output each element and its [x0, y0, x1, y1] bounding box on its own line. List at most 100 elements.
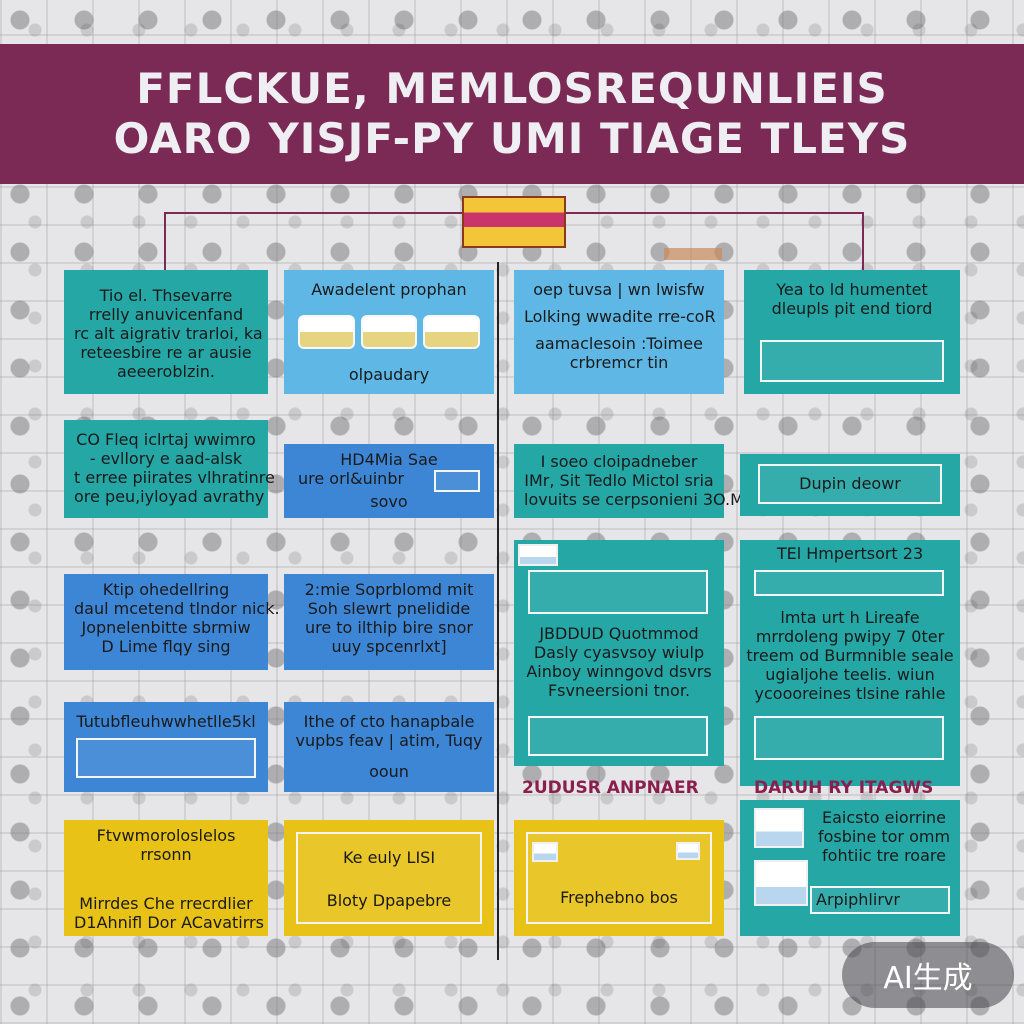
section-label-left: 2UDUSR ANPNAER [522, 778, 699, 798]
watermark-badge: AI生成 [842, 942, 1014, 1008]
pill-image-row [298, 310, 481, 354]
card-c5: CO Fleq iclrtaj wwimro - evllory e aad-a… [64, 420, 275, 518]
card-text: Ke euly LISI [342, 848, 436, 867]
pill-icon [298, 315, 355, 349]
tag-sticker-icon [664, 248, 722, 260]
card-text: JBDDUD Quotmmod [539, 624, 699, 643]
card-text: Frephebno bos [560, 888, 678, 907]
card-c4: Yea to ld humentet dleupls pit end tiord [744, 270, 960, 394]
banner-title-line-2: OARO YISJF-PY UMI TIAGE TLEYS [113, 114, 911, 163]
device-image-icon [754, 860, 808, 906]
card-text: fohtiic tre roare [822, 846, 946, 865]
card-c3: oep tuvsa | wn lwisfw Lolking wwadite rr… [514, 270, 724, 394]
card-text: ycoooreines tlsine rahle [754, 684, 946, 703]
card-text: mrrdoleng pwipy 7 0ter [755, 627, 945, 646]
card-text: Jopnelenbitte sbrmiw [81, 618, 251, 637]
input-box [296, 832, 482, 924]
card-text: aamaclesoin :Toimee [535, 334, 703, 353]
pill-icon [360, 315, 418, 349]
card-c11: JBDDUD Quotmmod Dasly cyasvsoy wiulp Ain… [514, 540, 724, 766]
card-text: rc alt aigrativ trarloi, ka [74, 324, 263, 343]
card-text: HD4Mia Sae [340, 450, 438, 469]
card-text: ugialjohe teelis. wiun [765, 665, 935, 684]
card-text: 2:mie Soprblomd mit [304, 580, 474, 599]
connector-right-horizontal [566, 212, 864, 214]
card-text: daul mcetend tlndor nick. [74, 599, 280, 618]
card-text: uuy spcenrlxt] [331, 637, 447, 656]
image-thumbnail-icon [532, 842, 558, 862]
input-box [754, 716, 944, 760]
card-text: Eaicsto eiorrine [821, 808, 947, 827]
card-c8: Dupin deowr [740, 454, 960, 516]
input-box [528, 716, 708, 756]
card-text: - evllory e aad-alsk [89, 449, 243, 468]
card-title: Awadelent prophan [311, 280, 467, 299]
card-c12: TEl Hmpertsort 23 lmta urt h Lireafe mrr… [740, 540, 960, 786]
card-text: Tio el. Thsevarre [99, 286, 233, 305]
card-text: lovuits se cerpsonieni 3O.M [524, 490, 744, 509]
title-banner: FFLCKUE, MEMLOSREQUNLIEIS OARO YISJF-PY … [0, 44, 1024, 184]
banner-title-line-1: FFLCKUE, MEMLOSREQUNLIEIS [136, 64, 888, 113]
card-text: reteesbire re ar ausie [80, 343, 252, 362]
card-c9: Ktip ohedellring daul mcetend tlndor nic… [64, 574, 280, 670]
card-caption: olpaudary [348, 365, 430, 384]
card-text: Dasly cyasvsoy wiulp [533, 643, 705, 662]
card-text: ooun [369, 762, 409, 781]
card-c2: Awadelent prophan olpaudary [284, 270, 494, 394]
card-c15: Ftvwmoroloslelos rrsonn Mirrdes Che rrec… [64, 820, 268, 936]
card-c1: Tio el. Thsevarre rrelly anuvicenfand rc… [64, 270, 268, 394]
card-text: D Lime flqy sing [101, 637, 231, 656]
card-text: Mirrdes Che rrecrdlier [79, 894, 253, 913]
card-text: Dupin deowr [799, 474, 901, 493]
input-box [76, 738, 256, 778]
card-c6: HD4Mia Sae ure orl&uinbr sovo [284, 444, 494, 518]
card-text: Lolking wwadite rre-coR [524, 307, 716, 326]
card-text: ure orl&uinbr [298, 469, 405, 488]
image-thumbnail-icon [518, 544, 558, 566]
card-text: Ithe of cto hanapbale [303, 712, 475, 731]
card-text: Bloty Dpapebre [326, 891, 452, 910]
card-text: rrsonn [140, 845, 192, 864]
card-text: CO Fleq iclrtaj wwimro [76, 430, 256, 449]
card-text: Ftvwmoroloslelos [96, 826, 236, 845]
device-image-icon [754, 808, 804, 848]
card-text: I soeo cloipadneber [540, 452, 698, 471]
card-text: Fsvneersioni tnor. [547, 681, 691, 700]
connector-left-vertical [164, 212, 166, 270]
pill-icon [423, 315, 481, 349]
card-c18: Eaicsto eiorrine fosbine tor omm fohtiic… [740, 800, 960, 936]
card-text: Tutubfleuhwwhetlle5kl [76, 712, 256, 731]
connector-left-horizontal [164, 212, 464, 214]
image-thumbnail-icon [676, 842, 700, 860]
card-text: Ktip ohedellring [102, 580, 230, 599]
card-c13: Tutubfleuhwwhetlle5kl [64, 702, 268, 792]
card-text: Yea to ld humentet [776, 280, 928, 299]
connector-right-vertical [862, 212, 864, 270]
card-text: lmta urt h Lireafe [780, 608, 920, 627]
section-label-right: DARUH RY ITAGWS [754, 778, 934, 798]
card-text: oep tuvsa | wn lwisfw [533, 280, 705, 299]
central-emblem-icon [462, 196, 566, 248]
input-box [434, 470, 480, 492]
card-c14: Ithe of cto hanapbale vupbs feav | atim,… [284, 702, 494, 792]
center-divider-line [497, 262, 499, 960]
card-text: Soh slewrt pnelidide [307, 599, 471, 618]
card-text: IMr, Sit Tedlo Mictol sria [524, 471, 714, 490]
card-text: sovo [370, 492, 408, 511]
input-box [754, 570, 944, 596]
card-text: dleupls pit end tiord [771, 299, 933, 318]
card-c17: Frephebno bos [514, 820, 724, 936]
card-c16: Ke euly LISI Bloty Dpapebre [284, 820, 494, 936]
card-text: D1Ahnifl Dor ACavatirrs [74, 913, 264, 932]
input-box [760, 340, 944, 382]
card-text: fosbine tor omm [817, 827, 951, 846]
card-text: Ainboy winngovd dsvrs [526, 662, 712, 681]
card-text: Arpiphlirvr [816, 890, 900, 909]
card-text: ure to ilthip bire snor [304, 618, 474, 637]
card-c7: I soeo cloipadneber IMr, Sit Tedlo Micto… [514, 444, 744, 518]
card-text: rrelly anuvicenfand [88, 305, 244, 324]
card-text: crbremcr tin [569, 353, 669, 372]
card-text: ore peu,iyloyad avrathy [74, 487, 265, 506]
card-text: aeeeroblzin. [116, 362, 216, 381]
card-text: treem od Burmnible seale [746, 646, 954, 665]
